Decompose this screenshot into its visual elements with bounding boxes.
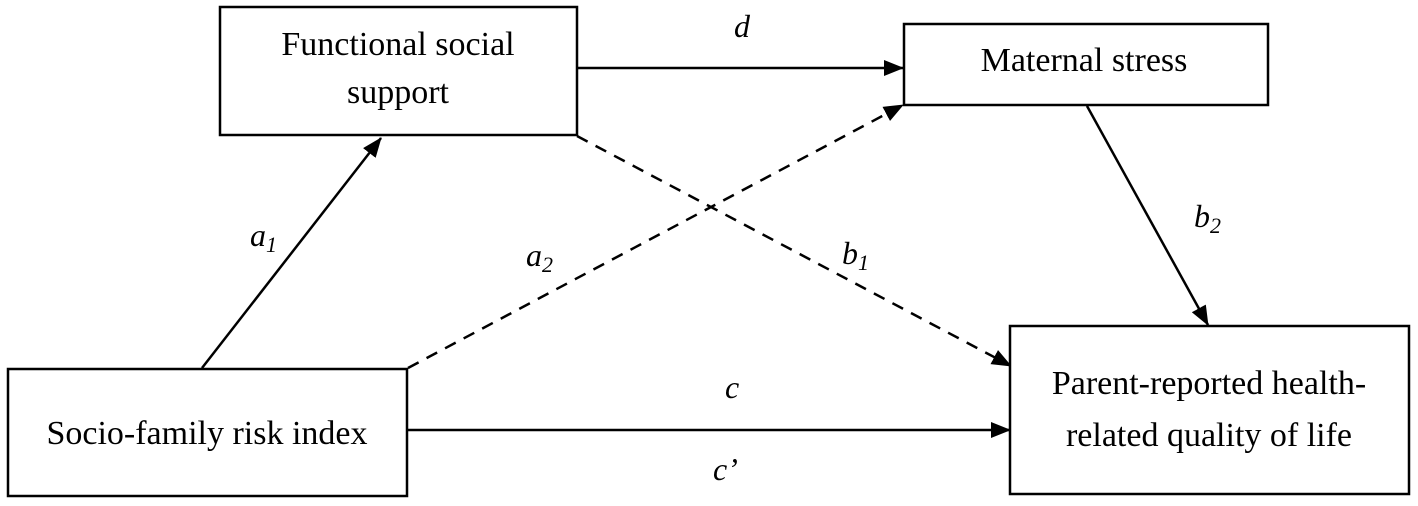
edge-a2 [407,103,904,370]
edge-b2-label: b2 [1194,198,1221,238]
node-functional-support: Functional social support [218,5,579,137]
edge-d-label: d [734,8,751,44]
node-risk-index-label: Socio-family risk index [46,415,367,452]
edge-c-label: c [725,369,739,405]
edge-b1 [576,134,1012,368]
edge-c-prime-label: c’ [713,451,738,487]
edge-b1-label: b1 [842,235,869,275]
node-maternal-stress: Maternal stress [902,22,1270,107]
edge-a1-label: a1 [250,217,277,257]
edge-a2-label: a2 [526,237,553,277]
node-hrqol: Parent-reported health- related quality … [1008,324,1411,496]
edge-a1 [201,137,382,369]
edge-b2 [1085,105,1210,326]
node-functional-support-line1: Functional social [281,26,514,63]
node-maternal-stress-label: Maternal stress [981,42,1188,79]
node-functional-support-line2: support [347,74,450,111]
node-hrqol-line1: Parent-reported health- [1052,365,1366,402]
node-risk-index: Socio-family risk index [6,367,409,498]
node-hrqol-line2: related quality of life [1066,417,1352,454]
